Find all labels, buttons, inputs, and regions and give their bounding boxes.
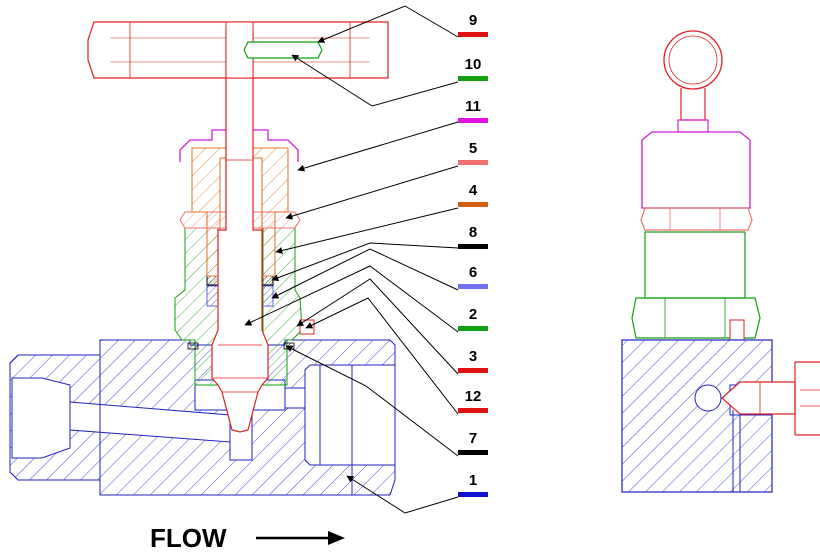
callout-number-10: 10 bbox=[465, 56, 482, 73]
callout-number-12: 12 bbox=[465, 388, 482, 405]
callout-swatch-9 bbox=[458, 32, 488, 37]
handle-knob bbox=[663, 30, 723, 90]
side-fitting bbox=[721, 361, 820, 436]
section-view bbox=[9, 21, 396, 496]
leader-lines bbox=[244, 5, 459, 514]
leader-12 bbox=[305, 297, 459, 415]
callout-number-8: 8 bbox=[469, 224, 477, 241]
side-view bbox=[621, 30, 820, 493]
callout-swatch-11 bbox=[458, 118, 488, 123]
callout-list: 9 10 11 5 4 8 6 2 3 12 7 1 bbox=[458, 12, 488, 497]
callout-number-2: 2 bbox=[469, 306, 477, 323]
side-gland-nut bbox=[640, 207, 753, 231]
callout-swatch-6 bbox=[458, 284, 488, 289]
leader-9 bbox=[317, 5, 459, 43]
leader-6 bbox=[271, 248, 459, 299]
callout-number-6: 6 bbox=[469, 264, 477, 281]
leader-8 bbox=[271, 242, 459, 282]
callout-swatch-10 bbox=[458, 76, 488, 81]
callout-number-9: 9 bbox=[469, 12, 477, 29]
callout-number-3: 3 bbox=[469, 348, 477, 365]
leader-3 bbox=[296, 278, 459, 375]
side-bonnet bbox=[644, 231, 746, 299]
callout-swatch-5 bbox=[458, 160, 488, 165]
leader-1 bbox=[346, 475, 459, 514]
leader-4 bbox=[275, 207, 459, 254]
callout-number-4: 4 bbox=[469, 182, 478, 199]
callout-number-5: 5 bbox=[469, 140, 477, 157]
callout-swatch-7 bbox=[458, 450, 488, 455]
callout-swatch-12 bbox=[458, 408, 488, 413]
leader-11 bbox=[297, 121, 459, 172]
callout-swatch-4 bbox=[458, 202, 488, 207]
side-body bbox=[621, 339, 773, 493]
t-handle bbox=[87, 21, 389, 79]
leader-10 bbox=[291, 54, 459, 107]
callout-swatch-3 bbox=[458, 368, 488, 373]
flow-arrowhead bbox=[328, 531, 345, 545]
seat-gasket bbox=[187, 342, 199, 350]
callout-swatch-1 bbox=[458, 492, 488, 497]
valve-stem bbox=[211, 29, 269, 433]
leader-7 bbox=[285, 345, 459, 457]
callout-swatch-8 bbox=[458, 244, 488, 249]
seat-gasket bbox=[283, 342, 295, 350]
flow-label: FLOW bbox=[150, 523, 227, 553]
leader-5 bbox=[285, 165, 459, 220]
callout-number-11: 11 bbox=[465, 98, 481, 115]
side-cap bbox=[641, 131, 751, 209]
packing-nut bbox=[191, 147, 289, 277]
leader-2 bbox=[244, 265, 459, 333]
callout-swatch-2 bbox=[458, 326, 488, 331]
callout-number-7: 7 bbox=[469, 430, 477, 447]
flow-indicator: FLOW bbox=[150, 523, 345, 553]
callout-number-1: 1 bbox=[469, 472, 477, 489]
